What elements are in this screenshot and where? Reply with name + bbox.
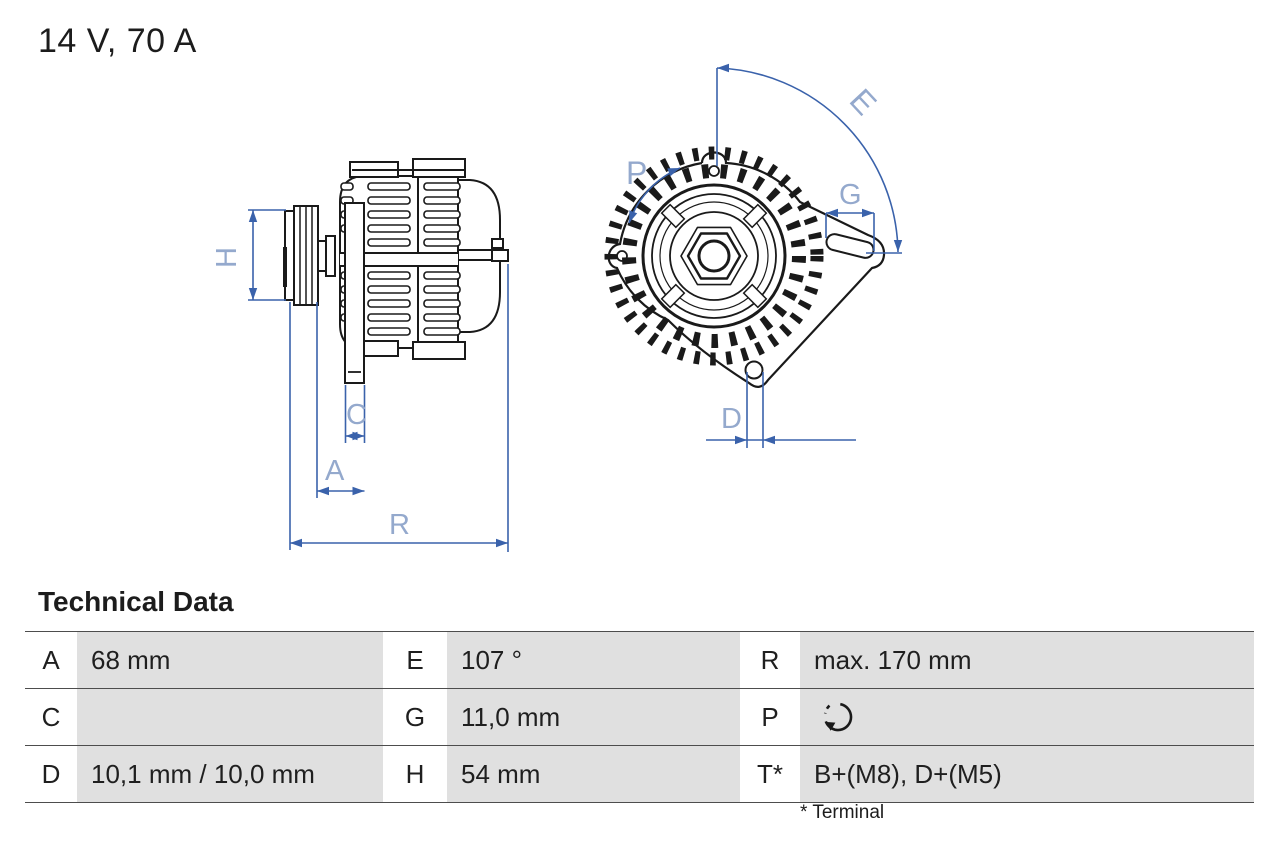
spec-value-r: max. 170 mm	[800, 632, 1254, 688]
dim-label-h: H	[211, 247, 243, 268]
shaft	[317, 240, 327, 272]
dim-label-p: P	[626, 155, 647, 191]
housing-outline	[607, 151, 886, 388]
spec-value-a: 68 mm	[77, 632, 383, 688]
spec-value-p	[800, 689, 1254, 745]
spec-value-c	[77, 689, 383, 745]
spec-value-d: 10,1 mm / 10,0 mm	[77, 746, 383, 802]
alternator-technical-drawing: H C A R P E G D	[211, 63, 903, 552]
spec-label-e: E	[383, 632, 447, 688]
table-row: C G 11,0 mm P T*	[25, 688, 1254, 745]
table-row: D 10,1 mm / 10,0 mm H 54 mm T* B+(M8), D…	[25, 745, 1254, 803]
side-view-drawing	[283, 158, 509, 384]
dim-label-g: G	[839, 179, 862, 211]
top-ear-hole	[708, 165, 720, 177]
side-view-dimensions	[248, 209, 509, 552]
spec-label-a: A	[25, 632, 77, 688]
page-title: 14 V, 70 A	[38, 22, 197, 60]
spec-value-h: 54 mm	[447, 746, 740, 802]
terminal-stud	[491, 238, 504, 249]
rotation-direction-icon	[823, 702, 853, 732]
cooling-slots	[340, 182, 461, 336]
spec-label-c: C	[25, 689, 77, 745]
technical-data-table: A 68 mm E 107 ° R max. 170 mm C G 11,0 m…	[25, 631, 1254, 803]
spec-label-tstar: T*	[740, 746, 800, 802]
adjuster-slot	[825, 233, 875, 259]
front-view-drawing	[604, 146, 886, 388]
dim-label-r: R	[389, 509, 410, 541]
spec-label-h: H	[383, 746, 447, 802]
middle-band	[340, 253, 458, 266]
spec-value-g: 11,0 mm	[447, 689, 740, 745]
spec-label-r: R	[740, 632, 800, 688]
front-view-dimensions	[625, 63, 903, 448]
mounting-lug	[344, 202, 365, 384]
shaft	[325, 235, 336, 277]
belt-groove	[283, 247, 287, 287]
dim-label-a: A	[325, 455, 345, 487]
spec-label-d: D	[25, 746, 77, 802]
vent-slots-outer	[604, 146, 824, 366]
spec-label-p: P	[740, 689, 800, 745]
mount-tab	[412, 341, 466, 360]
terminal-footnote: * Terminal	[800, 802, 885, 823]
spec-label-g: G	[383, 689, 447, 745]
table-title: Technical Data	[38, 586, 234, 617]
terminal-stud	[491, 249, 509, 262]
foot-hole	[744, 360, 764, 380]
dim-label-c: C	[346, 399, 367, 431]
table-row: A 68 mm E 107 ° R max. 170 mm	[25, 631, 1254, 688]
mount-tab	[412, 158, 466, 178]
shaft-nut	[686, 232, 742, 280]
dimension-labels: H C A R P E G D	[211, 82, 884, 541]
shaft-center	[697, 239, 731, 273]
vent-slots-inner	[622, 164, 806, 348]
shaft-nut-outline	[680, 226, 748, 286]
rear-cover	[457, 179, 501, 333]
spec-value-tstar: B+(M8), D+(M5)	[800, 746, 1254, 802]
dim-label-e: E	[843, 82, 884, 122]
spec-value-e: 107 °	[447, 632, 740, 688]
dim-label-d: D	[721, 403, 742, 435]
